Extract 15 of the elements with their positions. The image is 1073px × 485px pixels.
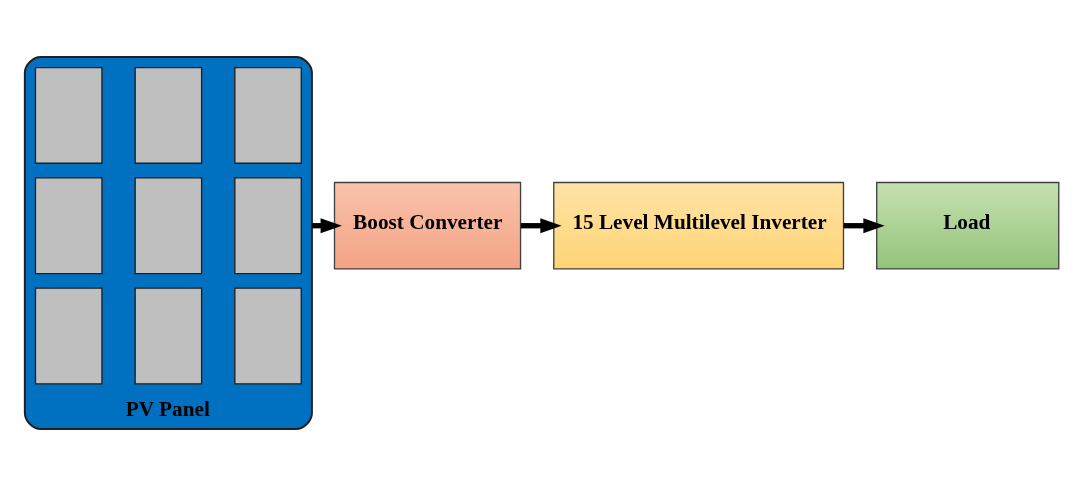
node-box — [234, 287, 302, 385]
node-box — [34, 287, 103, 385]
node-box — [134, 66, 203, 164]
node-box — [234, 66, 302, 164]
cluster: PV Panel — [23, 55, 313, 430]
arrow — [520, 217, 562, 233]
node-box: Boost Converter — [333, 181, 522, 270]
node-box — [134, 287, 203, 385]
arrow — [843, 217, 885, 233]
node-box: 15 Level Multilevel Inverter — [553, 181, 845, 270]
node-box: Load — [876, 181, 1060, 270]
node-box — [234, 176, 302, 274]
node-box — [34, 176, 103, 274]
node-box — [134, 176, 203, 274]
node-box — [34, 66, 103, 164]
